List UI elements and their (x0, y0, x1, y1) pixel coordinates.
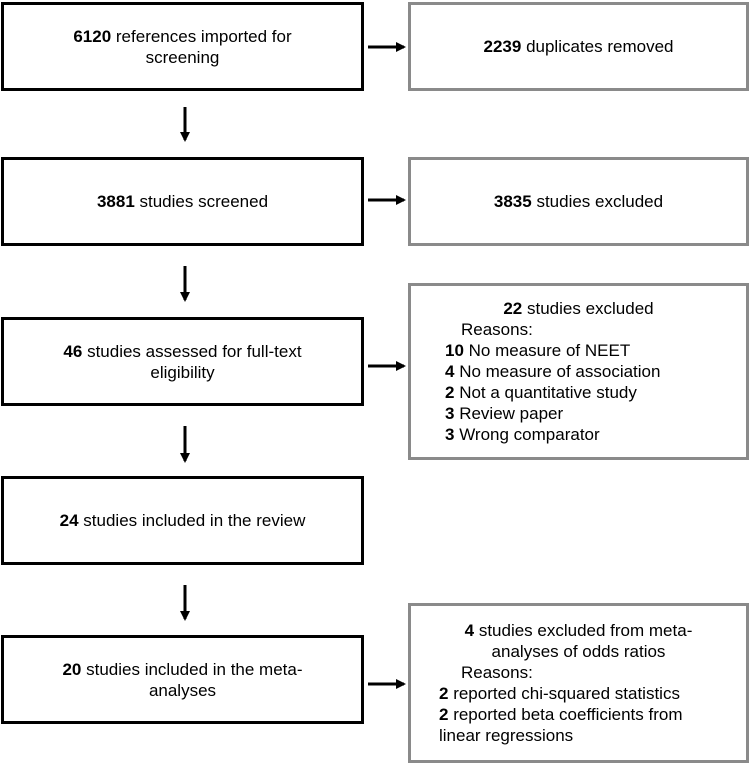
duplicates-removed-box: 2239 duplicates removed (408, 2, 749, 91)
reason-item: 2 reported beta coefficients from (439, 705, 683, 724)
meta-count: 20 (62, 659, 82, 679)
meta-excluded-count: 4 (464, 621, 475, 640)
screening-excluded-text: studies excluded (531, 192, 664, 211)
reason-item: 10 No measure of NEET (445, 341, 631, 360)
meta-excluded-text: studies excluded from meta- (474, 621, 693, 640)
reason-item: 2 reported chi-squared statistics (439, 684, 680, 703)
eligibility-excluded-box: 22 studies excluded Reasons: 10 No measu… (408, 283, 749, 460)
screening-excluded-box: 3835 studies excluded (408, 157, 749, 246)
eligibility-excluded-count: 22 (503, 299, 523, 318)
meta-excluded-box: 4 studies excluded from meta- analyses o… (408, 603, 749, 763)
identification-count: 6120 (73, 26, 112, 46)
reason-item-continued: linear regressions (439, 726, 574, 745)
reason-item: 2 Not a quantitative study (445, 383, 637, 402)
included-count: 24 (59, 511, 79, 530)
eligibility-text: studies assessed for full-text (82, 341, 302, 361)
meta-excluded-text-2: analyses of odds ratios (491, 642, 666, 661)
meta-reasons-label: Reasons: (461, 663, 533, 682)
meta-analyses-box: 20 studies included in the meta- analyse… (1, 635, 364, 724)
included-text: studies included in the review (78, 511, 306, 530)
screened-text: studies screened (134, 192, 269, 211)
identification-text-2: screening (145, 47, 220, 67)
reason-item: 3 Review paper (445, 404, 564, 423)
eligibility-box: 46 studies assessed for full-text eligib… (1, 317, 364, 406)
reason-item: 3 Wrong comparator (445, 425, 600, 444)
screened-count: 3881 (96, 192, 135, 211)
screening-box: 3881 studies screened (1, 157, 364, 246)
meta-text-2: analyses (148, 680, 217, 700)
meta-text: studies included in the meta- (81, 659, 303, 679)
duplicates-text: duplicates removed (521, 37, 674, 56)
identification-text: references imported for (111, 26, 292, 46)
included-review-box: 24 studies included in the review (1, 476, 364, 565)
duplicates-count: 2239 (483, 37, 522, 56)
identification-box: 6120 references imported for screening (1, 2, 364, 91)
eligibility-text-2: eligibility (150, 362, 215, 382)
eligibility-reasons-label: Reasons: (461, 320, 533, 339)
eligibility-count: 46 (63, 341, 83, 361)
reason-item: 4 No measure of association (445, 362, 661, 381)
screening-excluded-count: 3835 (493, 192, 532, 211)
eligibility-excluded-text: studies excluded (522, 299, 654, 318)
